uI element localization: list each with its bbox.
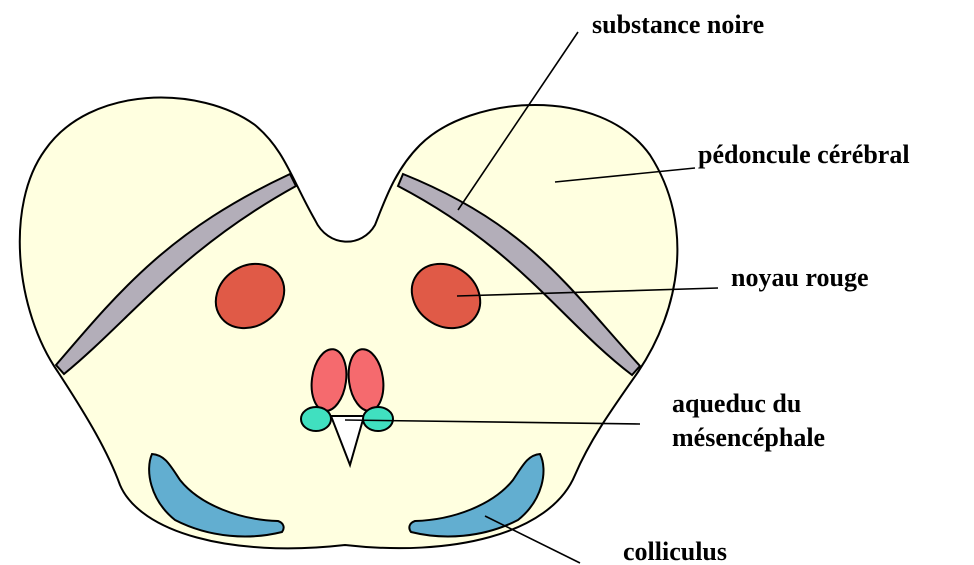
aqueduct-nucleus-right xyxy=(363,407,393,431)
label-aqueduc-line2: mésencéphale xyxy=(672,423,825,452)
label-colliculus: colliculus xyxy=(623,537,727,565)
label-substance-noire: substance noire xyxy=(592,10,764,39)
label-pedoncule-cerebral: pédoncule cérébral xyxy=(698,140,910,169)
leader-colliculus xyxy=(485,516,580,563)
label-noyau-rouge: noyau rouge xyxy=(731,263,869,292)
aqueduct-nucleus-left xyxy=(301,407,331,431)
label-aqueduc-line1: aqueduc du xyxy=(672,389,801,418)
